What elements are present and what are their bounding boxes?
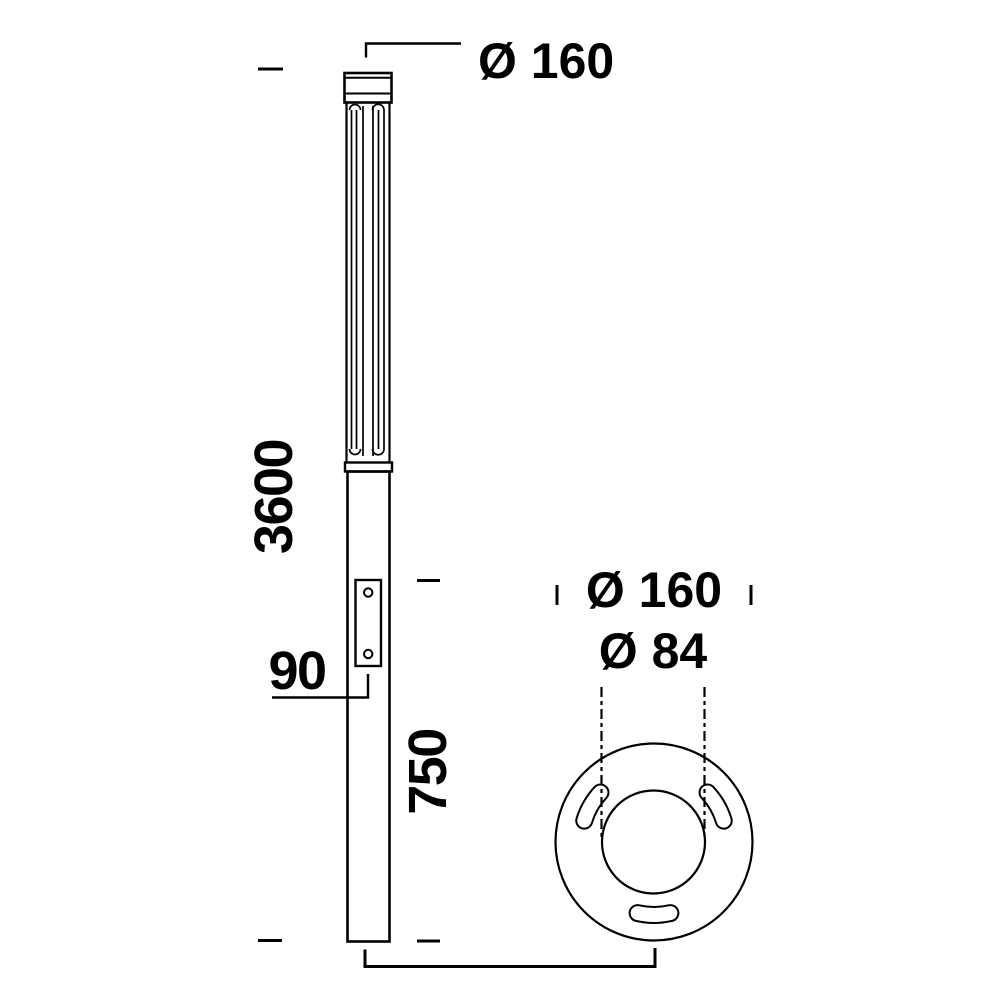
door-dimension-label: 90	[268, 641, 325, 701]
plan-outer-diameter-label: Ø 160	[586, 562, 722, 618]
base-outer-circle	[554, 742, 754, 942]
access-door-screw-top	[363, 587, 374, 598]
plan-inner-diameter-label: Ø 84	[599, 623, 708, 679]
door-dimension-leader-line	[272, 674, 370, 699]
lower-section-dimension-label: 750	[398, 729, 458, 815]
base-inner-circle	[600, 789, 707, 895]
flute-top-arc	[348, 103, 362, 111]
view-link-bracket	[363, 948, 657, 968]
height-dimension-label: 3600	[244, 440, 304, 554]
access-door-outline	[354, 578, 383, 668]
dimension-annotations: Ø 160 3600 90 750 Ø 160 Ø 84	[244, 33, 753, 968]
bolt-slot-upper-left	[575, 783, 610, 830]
top-diameter-leader-line	[364, 42, 461, 58]
base-plan-view	[554, 742, 754, 942]
pole-cap-outline	[343, 71, 393, 104]
flute-bottom-arc	[348, 448, 362, 456]
pole-cap	[343, 71, 393, 104]
pole-collar	[343, 461, 394, 473]
fluted-shaft	[345, 102, 391, 463]
pole-elevation-view	[343, 71, 394, 943]
top-diameter-dimension-label: Ø 160	[478, 33, 614, 89]
bolt-slot-upper-right	[698, 783, 733, 830]
flute-top-arc	[371, 103, 385, 111]
flute-bottom-arc	[371, 448, 385, 456]
access-door-screw-bottom	[363, 648, 374, 660]
access-door	[354, 578, 383, 668]
pole-base-column	[346, 470, 391, 943]
bolt-slot-bottom	[628, 904, 680, 924]
